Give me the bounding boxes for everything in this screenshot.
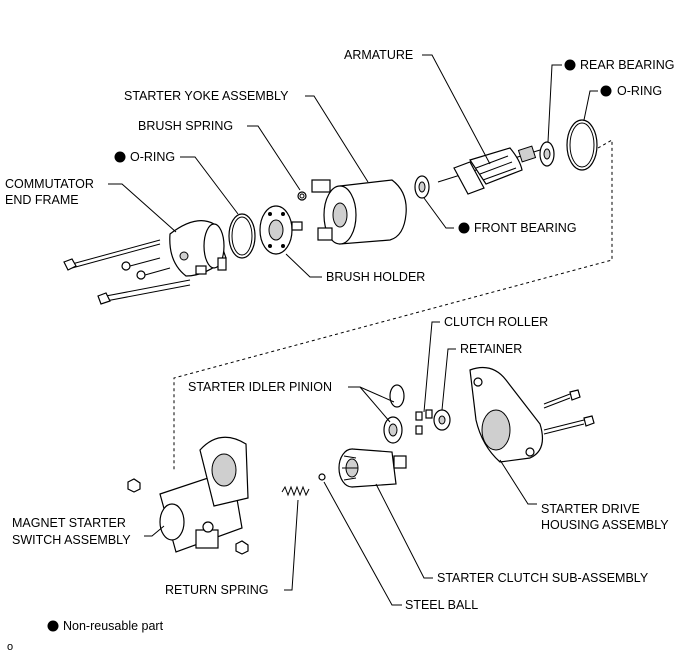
legend-non-reusable-icon <box>47 620 59 632</box>
starter-idler-pinion <box>383 384 405 444</box>
return-spring <box>281 485 310 497</box>
label-magnet-starter-switch-line1: MAGNET STARTER <box>12 516 126 530</box>
label-armature: ARMATURE <box>344 48 413 62</box>
label-brush-spring: BRUSH SPRING <box>138 119 233 133</box>
retainer <box>433 409 451 431</box>
armature <box>437 145 541 195</box>
o-ring-left <box>228 213 256 259</box>
nut-right <box>235 540 249 555</box>
magnet-starter-switch-assembly <box>159 436 249 553</box>
non-reusable-marker-icon <box>564 59 576 71</box>
label-o-ring-left: O-RING <box>130 150 175 164</box>
commutator-end-frame <box>169 220 227 277</box>
label-magnet-starter-switch-line2: SWITCH ASSEMBLY <box>12 533 131 547</box>
legend-text: Non-reusable part <box>63 619 164 633</box>
label-starter-clutch-sub-assembly: STARTER CLUTCH SUB-ASSEMBLY <box>437 571 649 585</box>
steel-ball <box>318 473 326 481</box>
starter-yoke-assembly <box>311 179 407 245</box>
label-retainer: RETAINER <box>460 342 522 356</box>
label-clutch-roller: CLUTCH ROLLER <box>444 315 548 329</box>
non-reusable-marker-icon <box>600 85 612 97</box>
housing-bolt-lower <box>543 415 595 435</box>
label-o-ring-right: O-RING <box>617 84 662 98</box>
starter-drive-housing-assembly <box>469 367 543 463</box>
brush-spring <box>297 191 307 201</box>
screw-small-1 <box>121 257 161 271</box>
label-starter-drive-housing-line2: HOUSING ASSEMBLY <box>541 518 669 532</box>
brush-holder <box>259 205 303 255</box>
housing-bolt-upper <box>543 389 581 409</box>
corner-mark: o <box>7 641 13 653</box>
through-bolt-upper <box>63 239 161 271</box>
clutch-roller <box>415 409 433 435</box>
label-commutator-end-frame-line1: COMMUTATOR <box>5 177 94 191</box>
through-bolt-lower <box>97 279 191 305</box>
non-reusable-marker-icon <box>114 151 126 163</box>
label-commutator-end-frame-line2: END FRAME <box>5 193 79 207</box>
screw-small-2 <box>136 267 171 280</box>
label-return-spring: RETURN SPRING <box>165 583 268 597</box>
label-starter-idler-pinion: STARTER IDLER PINION <box>188 380 332 394</box>
label-front-bearing: FRONT BEARING <box>474 221 577 235</box>
label-starter-drive-housing-line1: STARTER DRIVE <box>541 502 640 516</box>
label-starter-yoke-assembly: STARTER YOKE ASSEMBLY <box>124 89 289 103</box>
label-rear-bearing: REAR BEARING <box>580 58 674 72</box>
starter-clutch-sub-assembly <box>338 448 407 488</box>
label-brush-holder: BRUSH HOLDER <box>326 270 425 284</box>
label-steel-ball: STEEL BALL <box>405 598 478 612</box>
front-bearing <box>414 175 430 199</box>
non-reusable-marker-icon <box>458 222 470 234</box>
nut-left <box>127 478 141 493</box>
rear-bearing <box>539 141 555 167</box>
o-ring-right <box>566 119 598 171</box>
